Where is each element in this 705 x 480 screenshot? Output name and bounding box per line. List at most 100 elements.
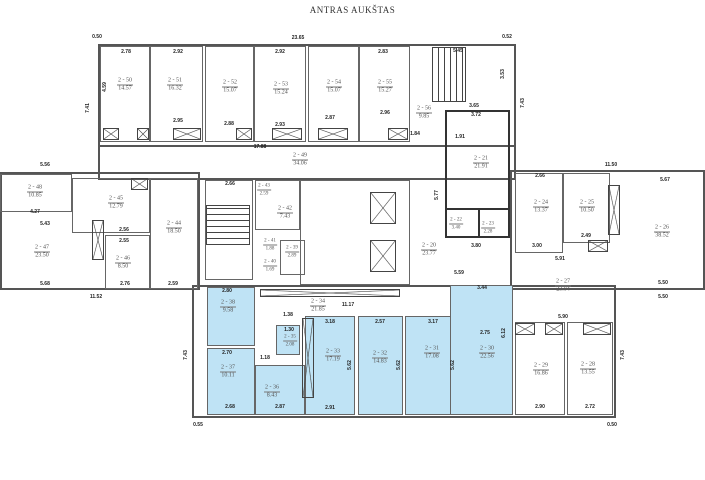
dimension-label: 2.92 — [275, 49, 285, 55]
room-area: 14.57 — [118, 85, 132, 92]
east-wing-wall — [510, 170, 705, 290]
room-area: 16.86 — [534, 370, 548, 377]
staircase-central — [206, 205, 250, 245]
dimension-label: 2.57 — [375, 319, 385, 325]
room-area: 2.08 — [285, 342, 295, 348]
room-id: 2 - 36 — [264, 384, 280, 393]
room-area: 13.37 — [534, 207, 548, 214]
corridor-wall — [98, 145, 516, 180]
room-area: 17.08 — [425, 353, 439, 360]
elevator-core — [300, 180, 410, 285]
dimension-label: 3.53 — [500, 69, 506, 79]
room-area: 21.91 — [474, 163, 488, 170]
room-outline — [150, 178, 198, 289]
room-id: 2 - 45 — [108, 195, 124, 204]
ventilation-shaft-icon — [388, 128, 408, 140]
room-id: 2 - 28 — [580, 361, 596, 370]
dimension-label: 5.68 — [40, 281, 50, 287]
west-wing-wall — [0, 172, 200, 290]
elevator-icon — [370, 240, 396, 272]
room-area: 9.85 — [418, 113, 430, 120]
room-area: 3.40 — [451, 225, 461, 231]
room-area: 2.89 — [287, 253, 297, 259]
dimension-label: 0.50 — [92, 34, 102, 40]
room-area: 2.59 — [259, 191, 269, 197]
south-block-wall — [192, 285, 616, 418]
room-id: 2 - 46 — [115, 255, 131, 264]
ventilation-shaft-icon — [302, 318, 314, 398]
ventilation-shaft-icon — [583, 323, 611, 335]
dimension-label: 2.93 — [275, 122, 285, 128]
dimension-label: 5.56 — [40, 162, 50, 168]
ventilation-shaft-icon — [92, 220, 104, 260]
dimension-label: 2.87 — [325, 115, 335, 121]
room-area: 23.77 — [422, 250, 436, 257]
room-area: 13.55 — [581, 369, 595, 376]
room-area: 17.19 — [326, 356, 340, 363]
room-outline — [515, 173, 563, 253]
room-outline — [478, 208, 510, 238]
room-id: 2 - 52 — [222, 79, 238, 88]
dimension-label: 5.62 — [396, 360, 402, 370]
stair-core — [205, 180, 253, 280]
room-area: 8.43 — [266, 392, 278, 399]
room-id: 2 - 34 — [310, 298, 326, 307]
room-area: 14.83 — [373, 358, 387, 365]
ventilation-shaft-icon — [103, 128, 119, 140]
ventilation-shaft-icon — [545, 323, 563, 335]
room-area: 15.07 — [223, 87, 237, 94]
dimension-label: 5.45 — [453, 48, 463, 54]
room-id: 2 - 40 — [263, 259, 277, 267]
room-area: 12.79 — [109, 203, 123, 210]
room-id: 2 - 32 — [372, 350, 388, 359]
room-id: 2 - 54 — [326, 79, 342, 88]
dimension-label: 5.59 — [454, 270, 464, 276]
plan-title: ANTRAS AUKŠTAS — [309, 5, 396, 15]
dimension-label: 2.78 — [121, 49, 131, 55]
dimension-label: 2.49 — [581, 233, 591, 239]
room-area: 16.32 — [168, 85, 182, 92]
room-area: 38.52 — [655, 232, 669, 239]
ventilation-shaft-icon — [588, 240, 608, 252]
dimension-label: 3.80 — [471, 243, 481, 249]
room-outline — [567, 322, 613, 415]
dimension-label: 1.30 — [284, 327, 294, 333]
dimension-label: 2.83 — [378, 49, 388, 55]
dimension-label: 5.62 — [347, 360, 353, 370]
room-area: 21.85 — [311, 306, 325, 313]
dimension-label: 11.17 — [341, 302, 355, 308]
room-id: 2 - 30 — [479, 345, 495, 354]
dimension-label: 2.80 — [222, 288, 232, 294]
room-area: 2.28 — [483, 229, 493, 235]
dimension-label: 5.50 — [658, 294, 668, 300]
room-id: 2 - 38 — [220, 299, 236, 308]
room-outline — [254, 46, 306, 142]
room-id: 2 - 20 — [421, 242, 437, 251]
room-area: 10.11 — [221, 372, 235, 379]
ventilation-shaft-icon — [515, 323, 535, 335]
dimension-label: 2.70 — [222, 350, 232, 356]
dimension-label: 2.55 — [119, 238, 129, 244]
dimension-label: 3.17 — [428, 319, 438, 325]
room-outline — [308, 46, 359, 142]
room-id: 2 - 23 — [481, 221, 495, 229]
